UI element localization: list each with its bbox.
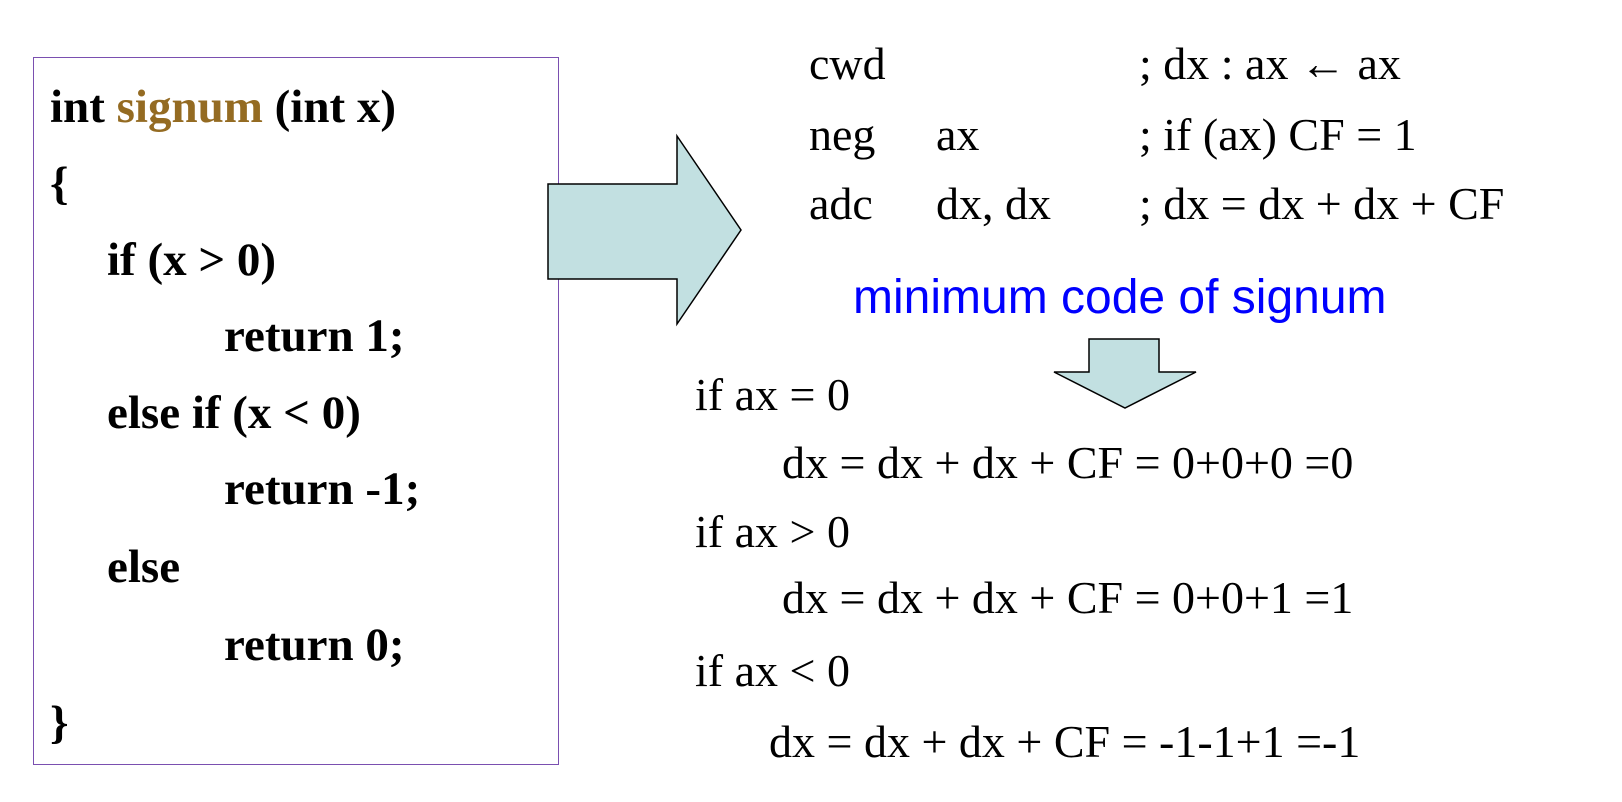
- asm-args: dx, dx: [936, 178, 1051, 229]
- right-arrow-icon: [547, 133, 742, 327]
- asm-args: ax: [936, 109, 980, 160]
- asm-op: adc: [809, 178, 873, 229]
- case-condition: if ax < 0: [695, 645, 850, 696]
- code-line: return 0;: [224, 619, 405, 671]
- code-line: {: [50, 158, 69, 210]
- case-result: dx = dx + dx + CF = 0+0+0 =0: [782, 437, 1354, 488]
- code-line: if (x > 0): [107, 234, 277, 286]
- function-name: signum: [116, 81, 263, 133]
- code-line: return -1;: [224, 463, 421, 515]
- case-condition: if ax > 0: [695, 506, 850, 557]
- asm-comment: ; if (ax) CF = 1: [1139, 109, 1417, 160]
- asm-op: cwd: [809, 38, 886, 89]
- code-line: else: [107, 541, 181, 593]
- case-condition: if ax = 0: [695, 369, 850, 420]
- asm-comment: ; dx : ax ← ax: [1139, 38, 1401, 89]
- case-result: dx = dx + dx + CF = 0+0+1 =1: [782, 572, 1354, 623]
- signature-params: (int x): [274, 81, 397, 133]
- case-result: dx = dx + dx + CF = -1-1+1 =-1: [769, 716, 1361, 767]
- code-line: }: [50, 697, 69, 749]
- code-line: else if (x < 0): [107, 387, 361, 439]
- code-line: return 1;: [224, 310, 405, 362]
- keyword-int: int: [50, 81, 105, 133]
- asm-comment: ; dx = dx + dx + CF: [1139, 178, 1505, 229]
- c-code-box: [33, 57, 559, 765]
- caption: minimum code of signum: [853, 271, 1387, 324]
- code-signature: int signum (int x): [50, 77, 396, 137]
- asm-op: neg: [809, 109, 876, 160]
- down-arrow-icon: [1053, 338, 1197, 409]
